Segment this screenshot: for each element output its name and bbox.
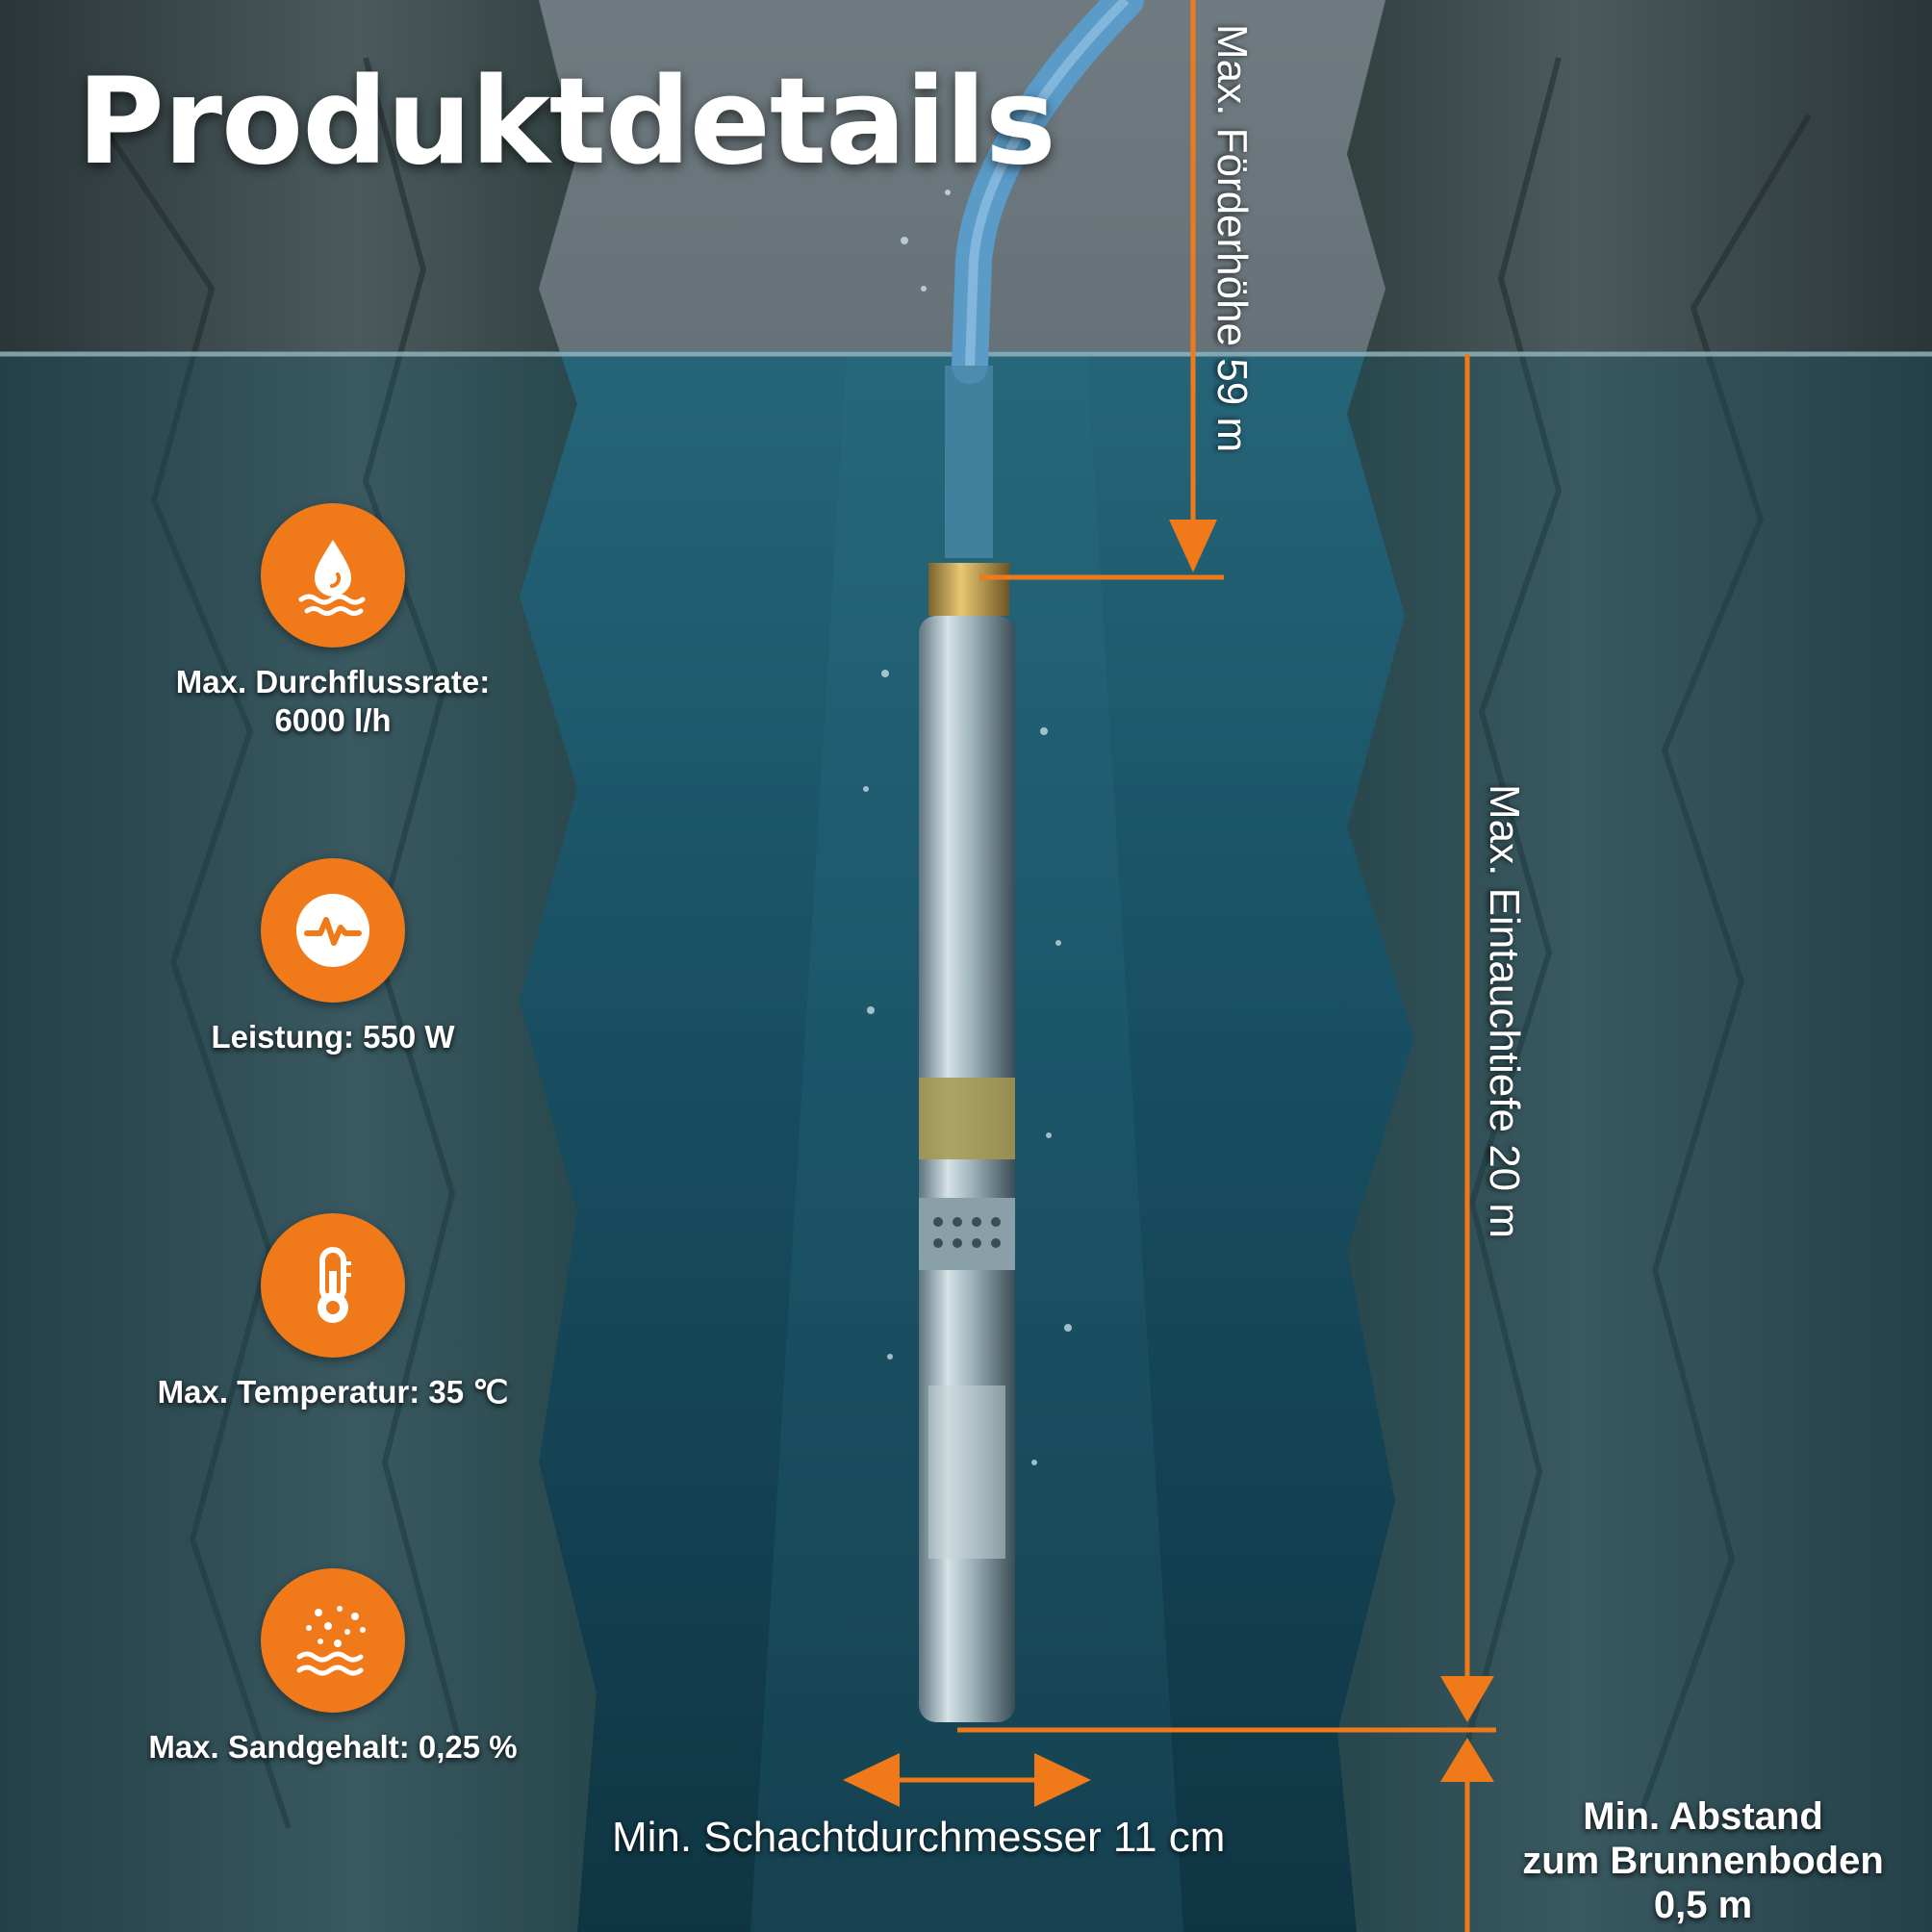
spec-sand-content: Max. Sandgehalt: 0,25 %	[131, 1568, 535, 1767]
pulse-icon	[261, 858, 405, 1003]
max-depth-label: Max. Eintauchtiefe 20 m	[1481, 784, 1528, 1239]
spec-temperature: Max. Temperatur: 35 ℃	[131, 1213, 535, 1411]
bottom-line-1: Min. Abstand	[1583, 1795, 1823, 1838]
max-head-label: Max. Förderhöhe 59 m	[1208, 24, 1256, 453]
bottom-line-2: zum Brunnenboden	[1522, 1840, 1884, 1882]
min-bottom-distance-label: Min. Abstand zum Brunnenboden 0,5 m	[1482, 1794, 1924, 1927]
thermometer-icon	[261, 1213, 405, 1358]
spec-value: 6000 l/h	[274, 702, 392, 738]
spec-flow-rate: Max. Durchflussrate: 6000 l/h	[131, 503, 535, 740]
spec-label: Leistung: 550 W	[211, 1019, 455, 1055]
spec-label: Max. Temperatur: 35 ℃	[157, 1374, 509, 1410]
page-title: Produktdetails	[77, 53, 1056, 191]
spec-label: Max. Sandgehalt: 0,25 %	[148, 1729, 518, 1765]
bottom-line-3: 0,5 m	[1653, 1884, 1753, 1926]
water-drop-icon	[261, 503, 405, 648]
min-shaft-diameter-label: Min. Schachtdurchmesser 11 cm	[612, 1814, 1226, 1861]
spec-label: Max. Durchflussrate:	[175, 664, 491, 699]
sand-icon	[261, 1568, 405, 1713]
spec-power: Leistung: 550 W	[131, 858, 535, 1056]
